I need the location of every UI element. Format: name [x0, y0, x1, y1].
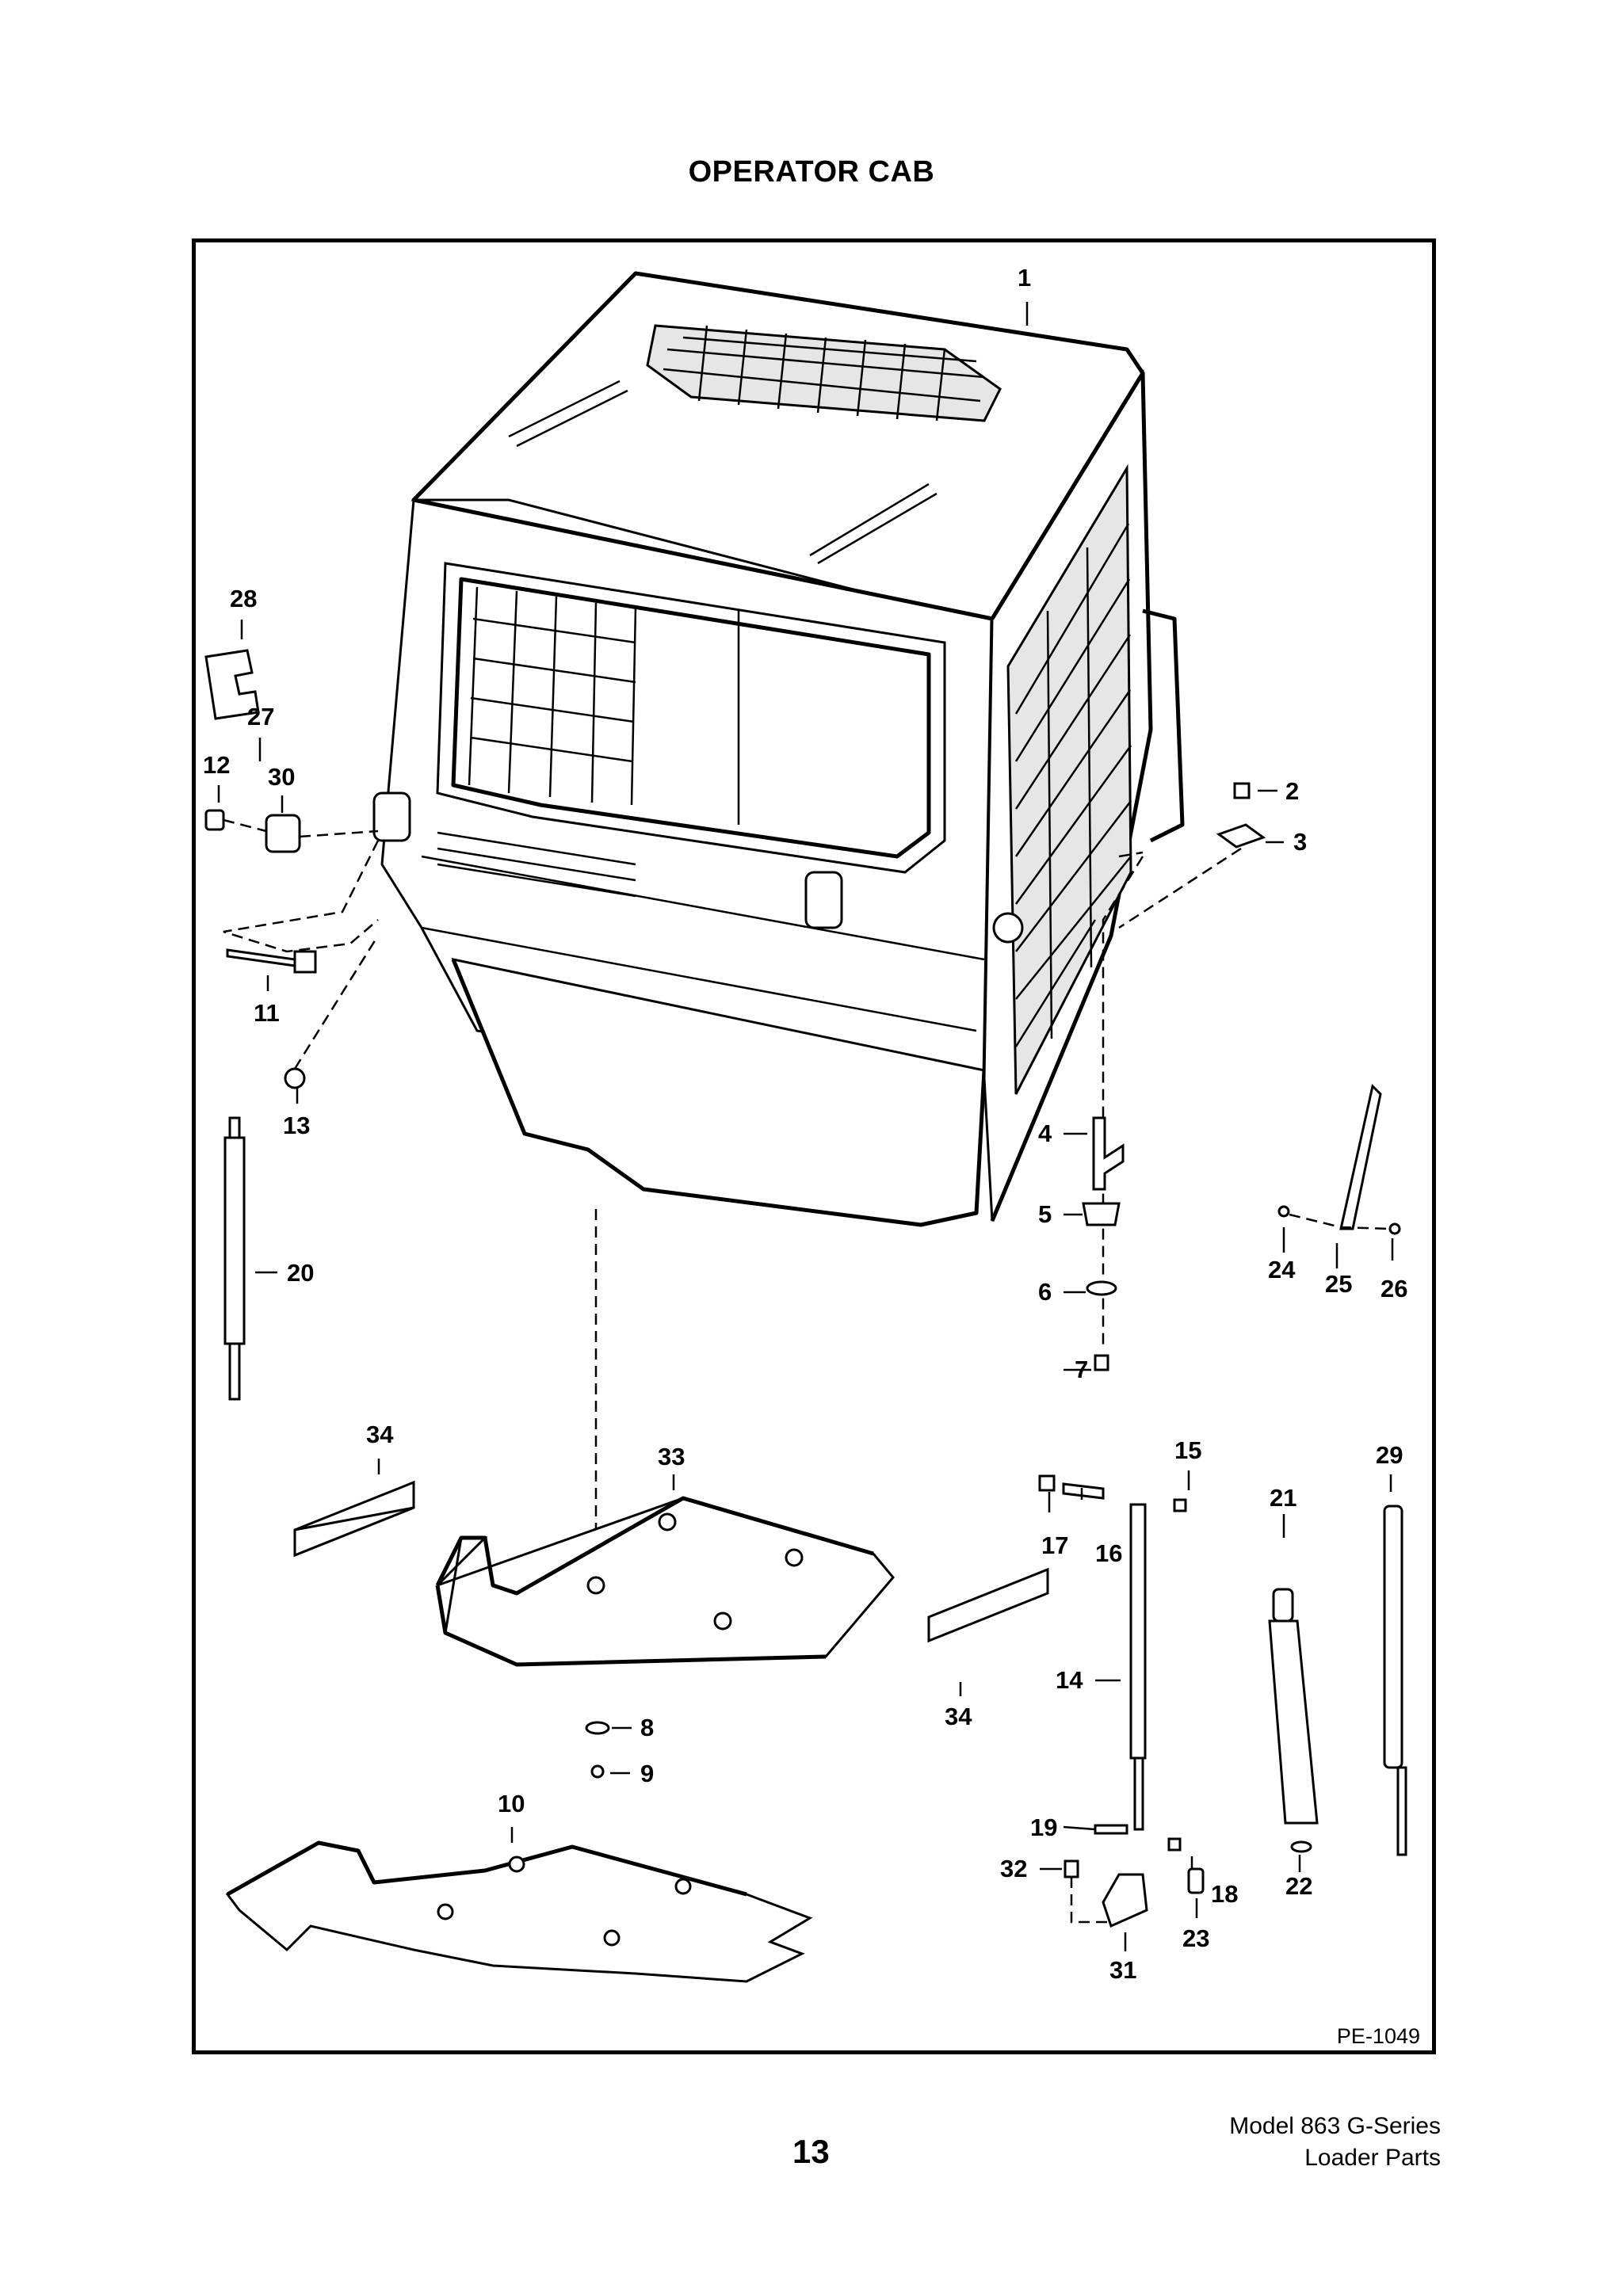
callout-19: 19 [1030, 1814, 1057, 1841]
callout-26: 26 [1381, 1275, 1407, 1302]
callout-22: 22 [1285, 1872, 1312, 1900]
bolt-part-11 [226, 948, 317, 974]
gas-spring-part-14 [1129, 1503, 1147, 1831]
pin-part-4 [1092, 1116, 1125, 1191]
fitting-part-16 [1062, 1482, 1105, 1500]
washer-part-8 [585, 1721, 610, 1735]
floor-plate-part-33 [435, 1496, 895, 1667]
nut-part-17 [1038, 1474, 1056, 1492]
base-plate-part-10 [225, 1840, 813, 1983]
clip-part-15 [1173, 1498, 1187, 1512]
pin-part-23 [1187, 1867, 1205, 1894]
nut-part-7 [1094, 1354, 1109, 1371]
callout-8: 8 [640, 1714, 654, 1741]
pad-part-34-right [927, 1567, 1049, 1643]
grommet-part-5 [1082, 1202, 1121, 1226]
callout-12: 12 [203, 751, 230, 779]
page-number: 13 [792, 2133, 830, 2170]
arm-part-21 [1268, 1588, 1319, 1825]
callout-32: 32 [1000, 1855, 1027, 1882]
washer-part-22 [1290, 1840, 1312, 1853]
callout-25: 25 [1325, 1270, 1352, 1298]
callout-13: 13 [283, 1112, 310, 1139]
callout-17: 17 [1041, 1531, 1068, 1559]
washer-part-6 [1086, 1280, 1117, 1296]
callout-31: 31 [1109, 1956, 1136, 1984]
screw-part-24 [1277, 1205, 1290, 1218]
plate-part-3 [1216, 823, 1266, 849]
callout-27: 27 [247, 703, 274, 730]
callout-18: 18 [1211, 1880, 1238, 1908]
callout-28: 28 [230, 585, 257, 612]
callout-10: 10 [498, 1790, 525, 1817]
screw-part-26 [1388, 1222, 1401, 1235]
bracket-part-31 [1102, 1873, 1148, 1928]
bushing-part-30 [265, 814, 301, 853]
nut-part-9 [590, 1764, 605, 1779]
callout-21: 21 [1270, 1484, 1296, 1512]
model-subtitle: Loader Parts [1304, 2145, 1441, 2171]
model-info: Model 863 G-Series Loader Parts [1229, 2111, 1441, 2174]
callout-30: 30 [268, 763, 295, 791]
page-title: OPERATOR CAB [688, 155, 935, 189]
callout-9: 9 [640, 1760, 654, 1787]
callout-6: 6 [1038, 1278, 1052, 1306]
gas-spring-part-29 [1383, 1505, 1407, 1856]
callout-34-left: 34 [366, 1421, 394, 1448]
callout-34-right: 34 [945, 1703, 972, 1730]
callout-11: 11 [254, 999, 280, 1027]
callout-23: 23 [1182, 1924, 1209, 1952]
callout-16: 16 [1095, 1539, 1122, 1567]
callout-15: 15 [1174, 1436, 1201, 1464]
callout-labels: 1 2 3 4 5 6 7 8 9 10 11 12 13 14 15 16 1… [203, 264, 1407, 1984]
callout-20: 20 [287, 1259, 314, 1287]
nut-part-12 [204, 809, 225, 831]
callout-29: 29 [1376, 1441, 1403, 1469]
callout-14: 14 [1056, 1666, 1083, 1694]
callout-5: 5 [1038, 1200, 1052, 1228]
exploded-parts-diagram: 1 2 3 4 5 6 7 8 9 10 11 12 13 14 15 16 1… [203, 264, 1407, 1984]
gas-spring-part-20 [223, 1116, 246, 1401]
callout-4: 4 [1038, 1119, 1052, 1147]
nut-part-13 [284, 1067, 306, 1089]
callout-2: 2 [1285, 777, 1299, 805]
callout-33: 33 [658, 1443, 685, 1470]
callout-3: 3 [1293, 828, 1307, 856]
callout-7: 7 [1075, 1356, 1088, 1383]
bracket-part-28 [204, 649, 260, 720]
cover-part-25 [1339, 1084, 1382, 1230]
clip-part-18 [1167, 1837, 1182, 1852]
pin-part-19 [1094, 1824, 1128, 1835]
diagram-frame [192, 238, 1436, 2054]
operator-cab-part-1 [372, 271, 1185, 1227]
diagram-reference: PE-1049 [1336, 2024, 1420, 2048]
callout-1: 1 [1018, 264, 1031, 292]
nut-part-2 [1233, 782, 1251, 799]
bolt-part-32 [1064, 1859, 1079, 1878]
model-name: Model 863 G-Series [1229, 2113, 1441, 2139]
callout-24: 24 [1268, 1256, 1296, 1283]
